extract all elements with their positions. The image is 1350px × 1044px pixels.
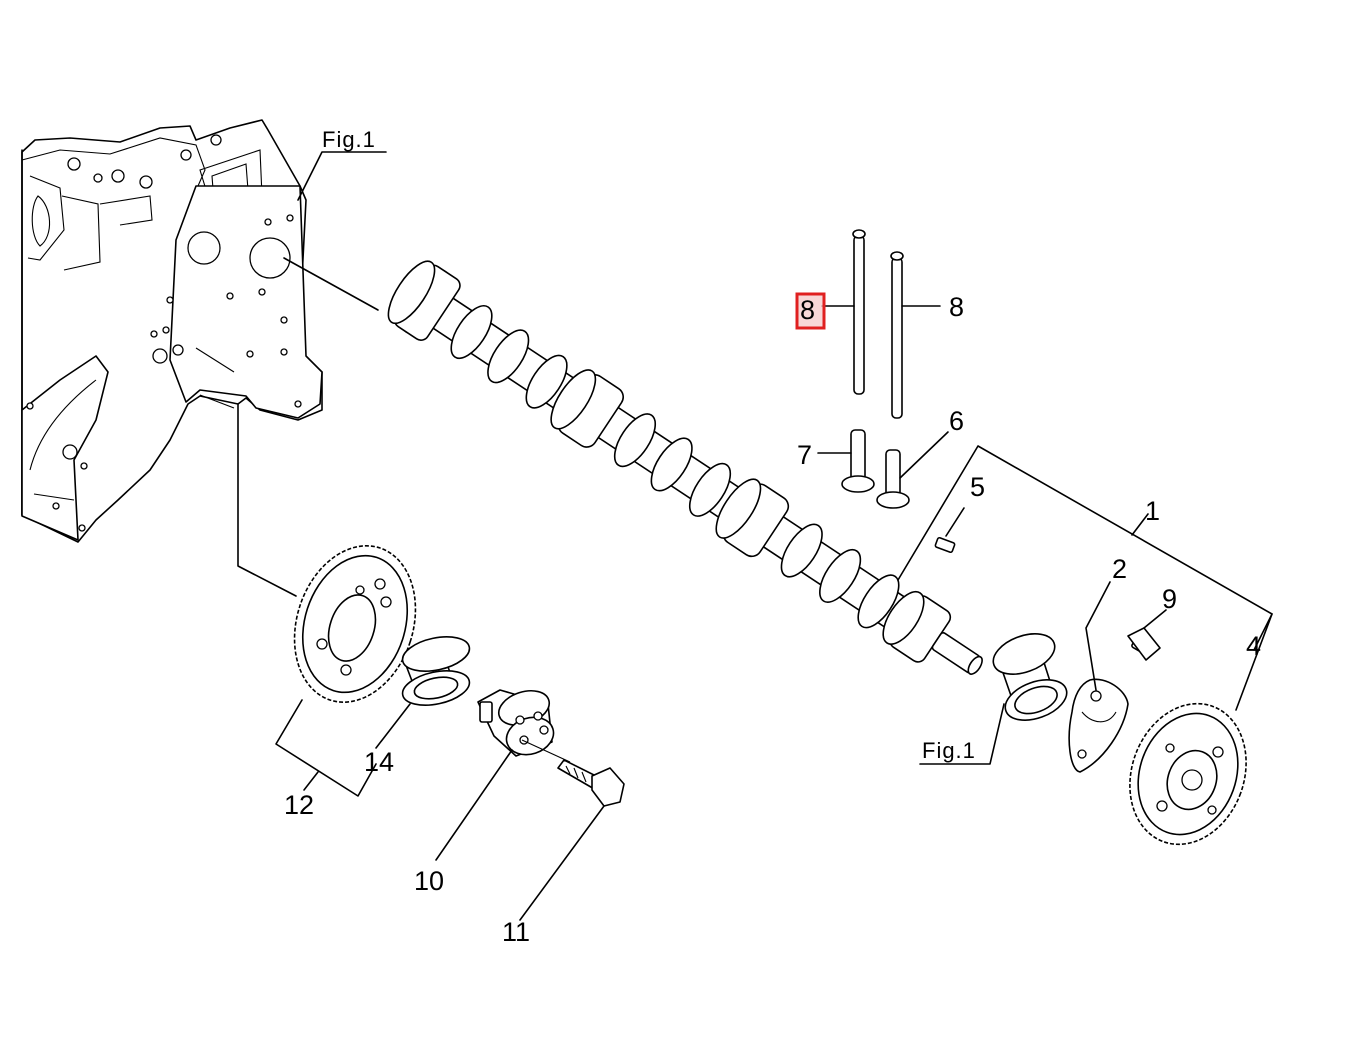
fig-ref-bottom: Fig.1 <box>919 703 1005 765</box>
idler-gear-12 <box>293 545 417 703</box>
leader-6 <box>899 431 949 479</box>
callout-11[interactable]: 11 <box>502 917 530 947</box>
leader-1-to-4 <box>1253 613 1273 651</box>
callout-14[interactable]: 14 <box>364 747 394 777</box>
fig-ref-top: Fig.1 <box>297 127 387 201</box>
leader-12 <box>303 771 319 791</box>
callout-6[interactable]: 6 <box>949 406 964 436</box>
callout-10[interactable]: 10 <box>414 866 444 896</box>
bracket-12 <box>275 699 377 797</box>
fig-ref-bottom-label: Fig.1 <box>922 738 976 763</box>
bracket-1 <box>897 445 1273 711</box>
idler-shaft-10 <box>477 689 555 757</box>
cam-gear-4 <box>1129 702 1247 846</box>
callout-4[interactable]: 4 <box>1246 631 1261 661</box>
bolt-axis-10 <box>521 739 571 763</box>
leader-5 <box>945 507 965 537</box>
leader-10 <box>435 749 513 861</box>
callout-7[interactable]: 7 <box>797 440 812 470</box>
callout-1[interactable]: 1 <box>1145 496 1160 526</box>
leader-14 <box>375 703 411 749</box>
callout-12[interactable]: 12 <box>284 790 314 820</box>
leader-2 <box>1085 581 1111 691</box>
callout-8-right[interactable]: 8 <box>949 292 964 322</box>
highlight-box-8 <box>795 292 826 330</box>
callout-5[interactable]: 5 <box>970 472 985 502</box>
camshaft-drawing <box>387 260 983 675</box>
fig-ref-top-label: Fig.1 <box>322 127 376 152</box>
bolt-11 <box>557 759 625 807</box>
leader-11 <box>519 805 605 921</box>
thrust-plate-2 <box>1068 678 1129 773</box>
leader-1 <box>1131 513 1149 536</box>
push-rod-right <box>890 251 904 419</box>
tappet-7 <box>841 429 875 493</box>
push-rod-left <box>852 229 866 395</box>
key-5 <box>934 536 956 554</box>
leader-block-to-camshaft <box>283 257 379 311</box>
bushing-right <box>992 633 1068 721</box>
callout-9[interactable]: 9 <box>1162 584 1177 614</box>
bolt-9 <box>1127 627 1161 661</box>
tappet-6 <box>876 449 910 509</box>
leader-9 <box>1143 609 1167 629</box>
leader-block-to-gear <box>237 403 297 597</box>
callout-8-left[interactable]: 8 <box>800 295 815 325</box>
bushing-14 <box>401 636 471 706</box>
callout-2[interactable]: 2 <box>1112 554 1127 584</box>
engine-block-drawing <box>21 119 323 543</box>
